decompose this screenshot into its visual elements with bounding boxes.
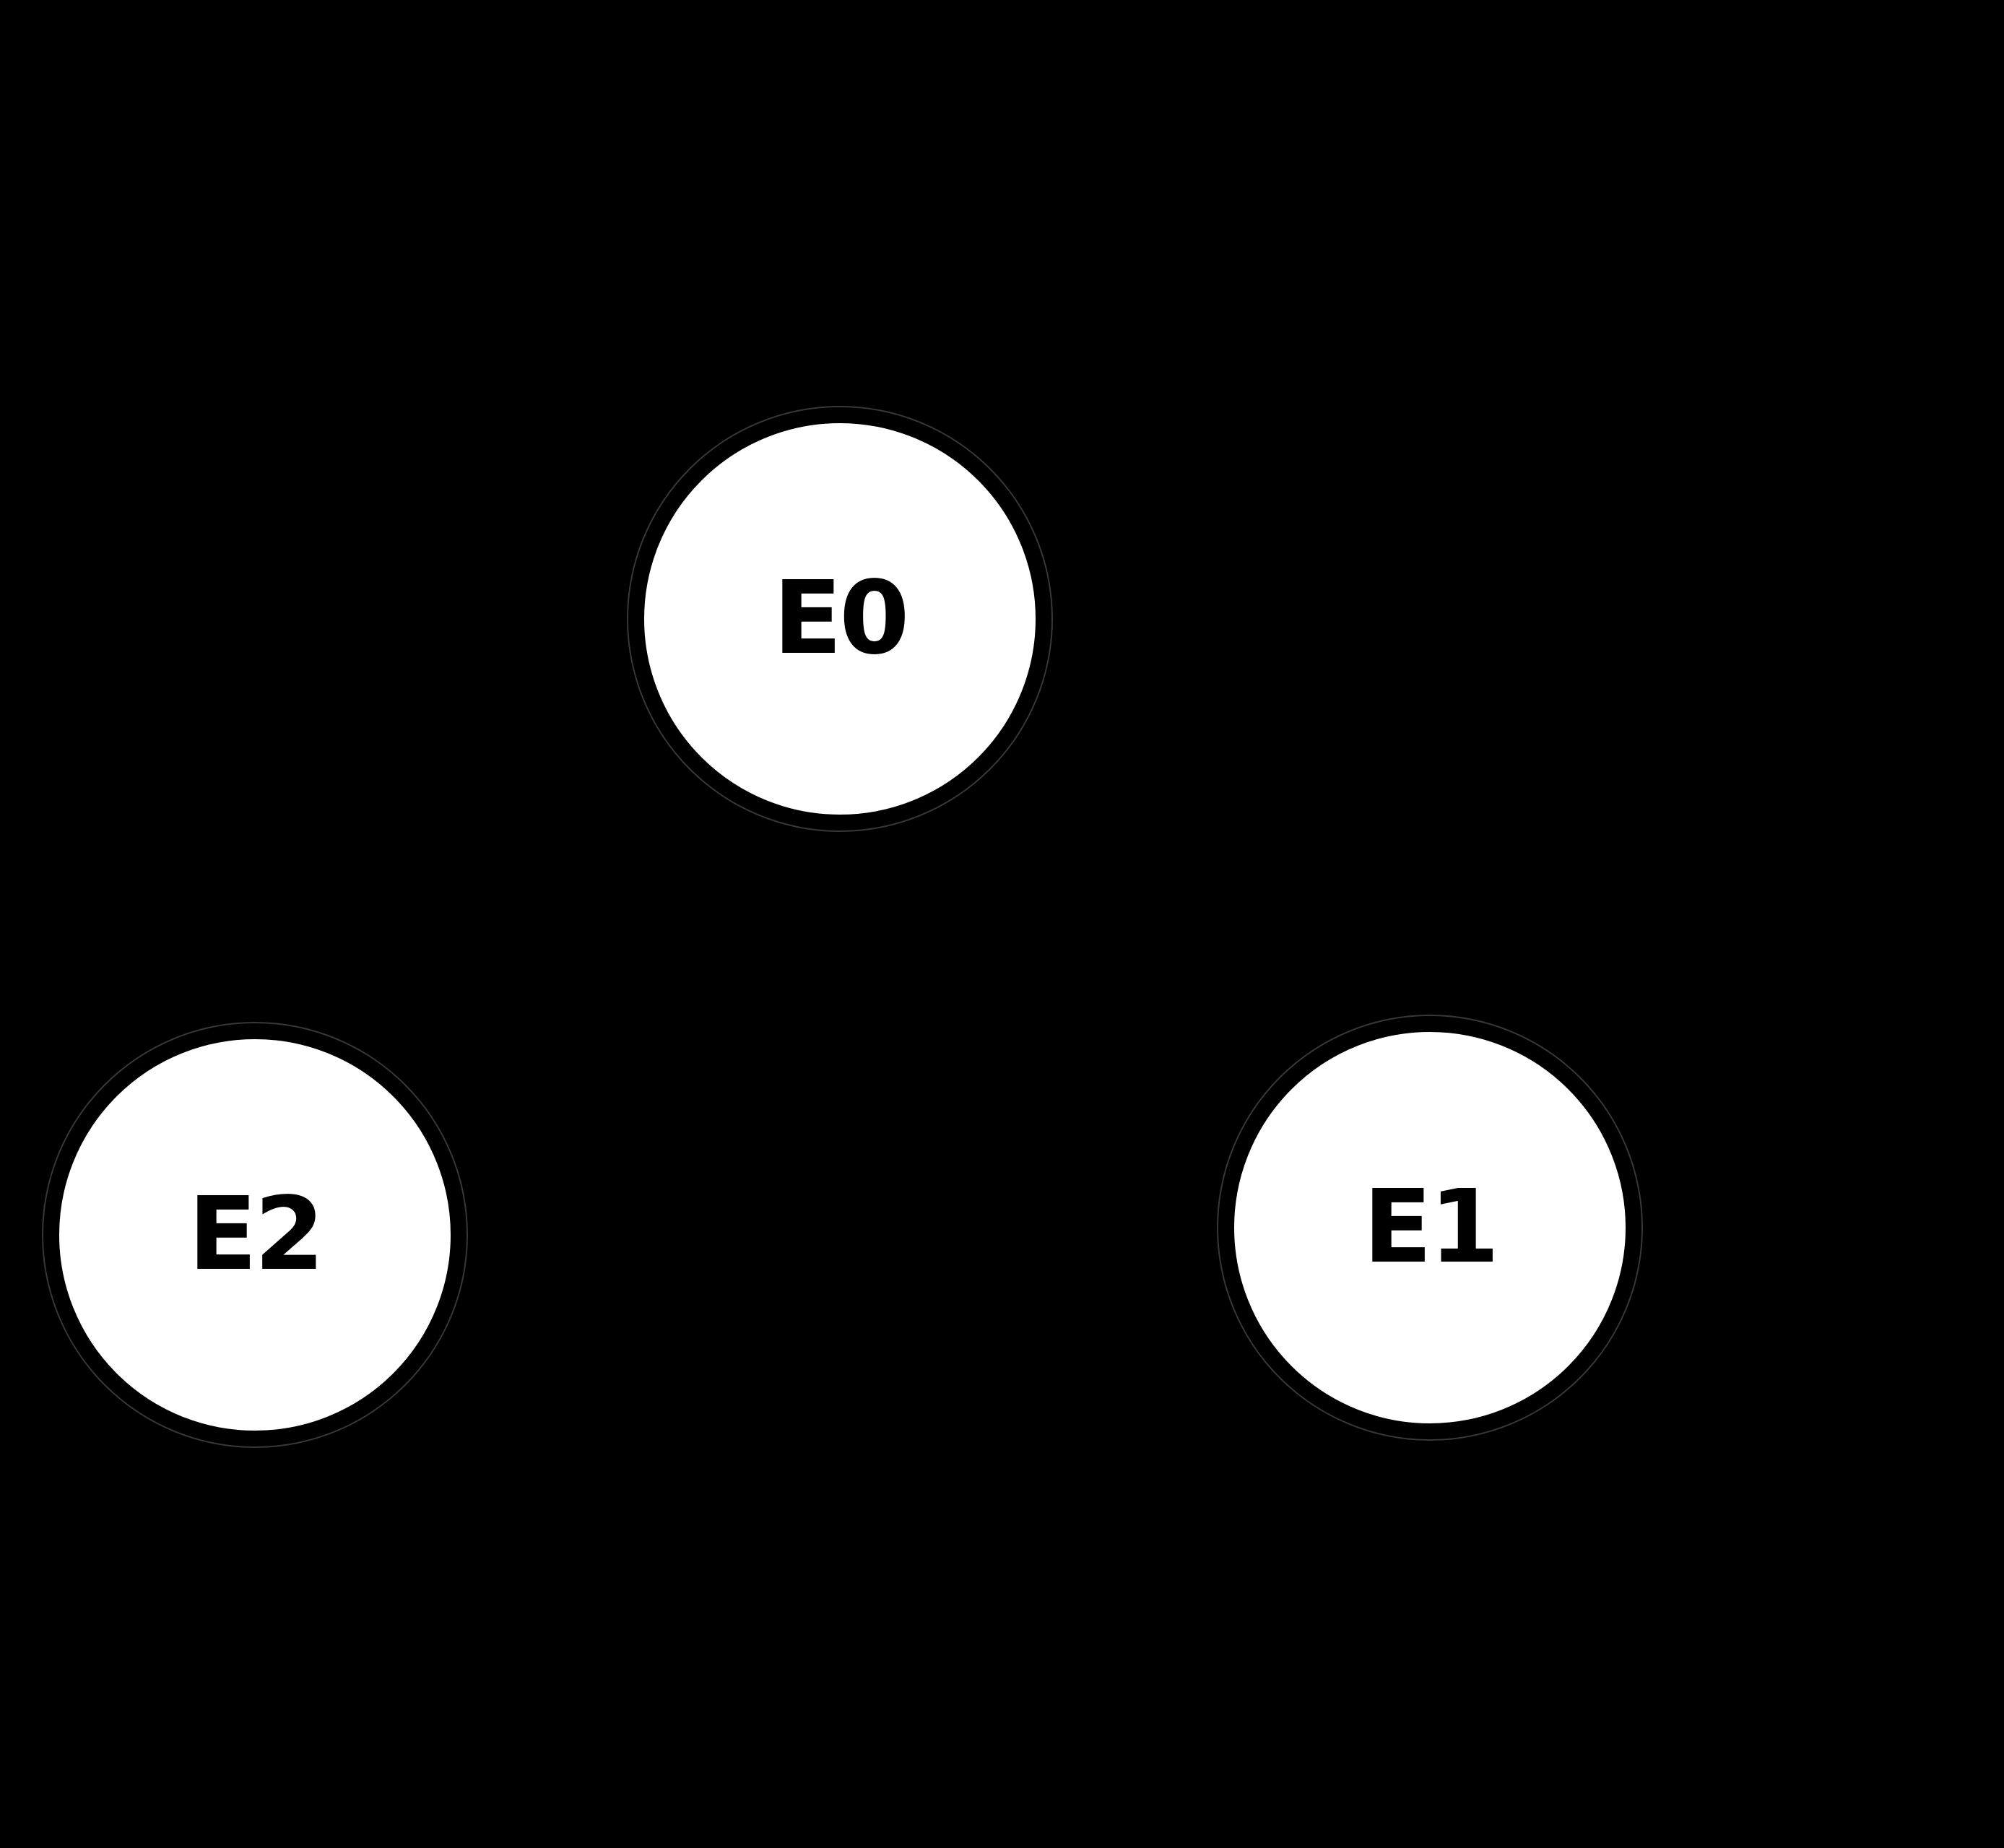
node-e0: E0 <box>628 407 1051 830</box>
node-e1: E1 <box>1218 1016 1641 1439</box>
node-e1-label: E1 <box>1363 1168 1499 1286</box>
node-e2-label: E2 <box>188 1176 324 1293</box>
node-e0-label: E0 <box>773 560 909 677</box>
node-e2: E2 <box>43 1023 467 1446</box>
